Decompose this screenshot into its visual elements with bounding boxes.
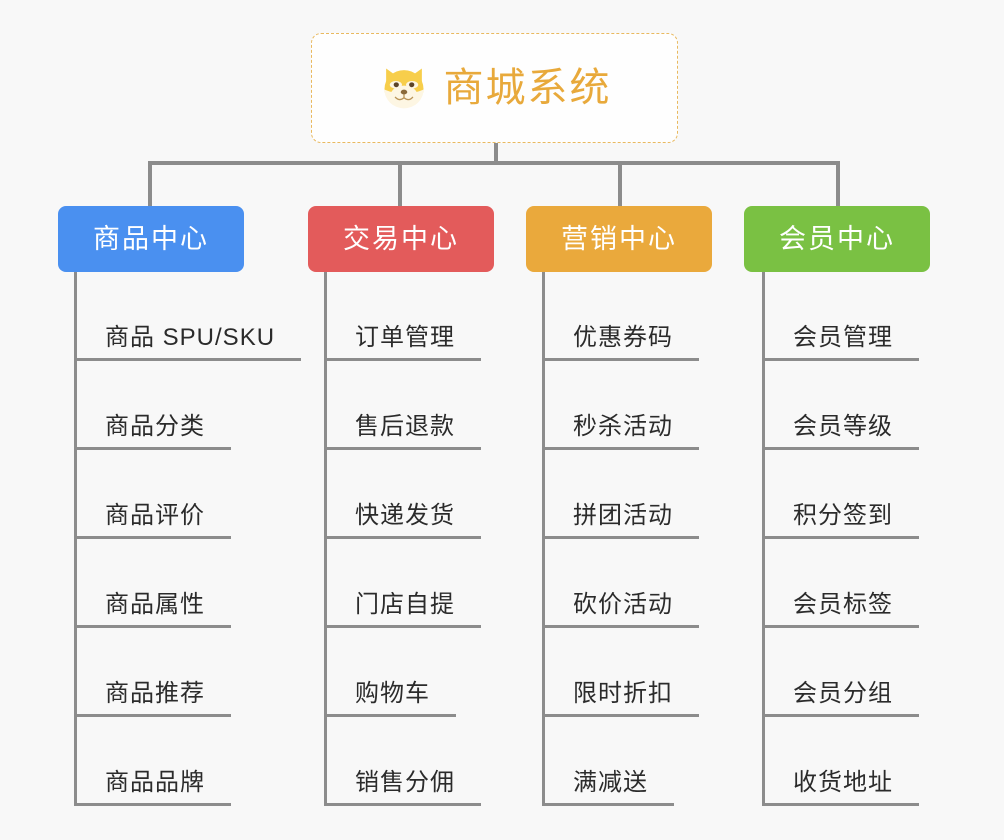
leaf-label: 砍价活动 (573, 591, 673, 619)
leaf-item[interactable]: 优惠券码 (542, 272, 699, 361)
branch-node-1[interactable]: 商品中心 (58, 206, 244, 272)
branch-label-1: 商品中心 (93, 223, 209, 254)
leaf-rail-1 (74, 272, 77, 806)
leaf-label: 收货地址 (793, 769, 893, 797)
leaf-item[interactable]: 会员分组 (762, 628, 919, 717)
root-title: 商城系统 (443, 66, 612, 110)
leaf-column-3: 优惠券码 秒杀活动 拼团活动 砍价活动 限时折扣 满减送 (542, 272, 699, 806)
leaf-label: 会员标签 (793, 591, 893, 619)
leaf-label: 销售分佣 (355, 769, 455, 797)
leaf-label: 快递发货 (355, 502, 455, 530)
branch-node-3[interactable]: 营销中心 (526, 206, 712, 272)
leaf-item[interactable]: 拼团活动 (542, 450, 699, 539)
branch-node-4[interactable]: 会员中心 (744, 206, 930, 272)
connector-drop-4 (836, 161, 840, 207)
leaf-label: 商品品牌 (105, 769, 205, 797)
leaf-rail-3 (542, 272, 545, 806)
connector-drop-3 (618, 161, 622, 207)
leaf-label: 订单管理 (355, 324, 455, 352)
leaf-label: 商品属性 (105, 591, 205, 619)
leaf-label: 商品推荐 (105, 680, 205, 708)
leaf-label: 限时折扣 (573, 680, 673, 708)
leaf-label: 拼团活动 (573, 502, 673, 530)
leaf-item[interactable]: 秒杀活动 (542, 361, 699, 450)
leaf-item[interactable]: 会员标签 (762, 539, 919, 628)
leaf-label: 秒杀活动 (573, 413, 673, 441)
branch-label-3: 营销中心 (561, 223, 677, 254)
leaf-item[interactable]: 快递发货 (324, 450, 481, 539)
leaf-item[interactable]: 限时折扣 (542, 628, 699, 717)
leaf-item[interactable]: 门店自提 (324, 539, 481, 628)
leaf-item[interactable]: 购物车 (324, 628, 481, 717)
leaf-label: 售后退款 (355, 413, 455, 441)
leaf-item[interactable]: 会员等级 (762, 361, 919, 450)
leaf-column-4: 会员管理 会员等级 积分签到 会员标签 会员分组 收货地址 (762, 272, 919, 806)
leaf-item[interactable]: 商品品牌 (74, 717, 301, 806)
leaf-column-1: 商品 SPU/SKU 商品分类 商品评价 商品属性 商品推荐 商品品牌 (74, 272, 302, 806)
leaf-column-2: 订单管理 售后退款 快递发货 门店自提 购物车 销售分佣 (324, 272, 481, 806)
leaf-label: 满减送 (573, 769, 648, 797)
connector-drop-2 (398, 161, 402, 207)
leaf-rail-2 (324, 272, 327, 806)
leaf-label: 会员等级 (793, 413, 893, 441)
leaf-label: 商品 SPU/SKU (105, 324, 276, 352)
leaf-item[interactable]: 商品评价 (74, 450, 301, 539)
branch-node-2[interactable]: 交易中心 (308, 206, 494, 272)
leaf-item[interactable]: 积分签到 (762, 450, 919, 539)
leaf-item[interactable]: 商品分类 (74, 361, 301, 450)
leaf-label: 会员管理 (793, 324, 893, 352)
leaf-item[interactable]: 销售分佣 (324, 717, 481, 806)
leaf-label: 门店自提 (355, 591, 455, 619)
leaf-rail-4 (762, 272, 765, 806)
leaf-item[interactable]: 会员管理 (762, 272, 919, 361)
leaf-label: 会员分组 (793, 680, 893, 708)
shiba-dog-icon (378, 62, 430, 114)
leaf-item[interactable]: 售后退款 (324, 361, 481, 450)
leaf-label: 商品评价 (105, 502, 205, 530)
leaf-item[interactable]: 商品推荐 (74, 628, 301, 717)
leaf-label: 优惠券码 (573, 324, 673, 352)
leaf-item[interactable]: 收货地址 (762, 717, 919, 806)
branch-label-2: 交易中心 (343, 223, 459, 254)
leaf-item[interactable]: 砍价活动 (542, 539, 699, 628)
branch-label-4: 会员中心 (779, 223, 895, 254)
connector-drop-1 (148, 161, 152, 207)
leaf-label: 购物车 (355, 680, 430, 708)
leaf-item[interactable]: 商品 SPU/SKU (74, 272, 302, 361)
root-node[interactable]: 商城系统 (311, 33, 678, 143)
leaf-label: 商品分类 (105, 413, 205, 441)
leaf-label: 积分签到 (793, 502, 893, 530)
leaf-item[interactable]: 商品属性 (74, 539, 301, 628)
connector-horizontal-bus (148, 161, 838, 165)
leaf-item[interactable]: 满减送 (542, 717, 699, 806)
connector-root-vertical (494, 143, 498, 164)
leaf-item[interactable]: 订单管理 (324, 272, 481, 361)
